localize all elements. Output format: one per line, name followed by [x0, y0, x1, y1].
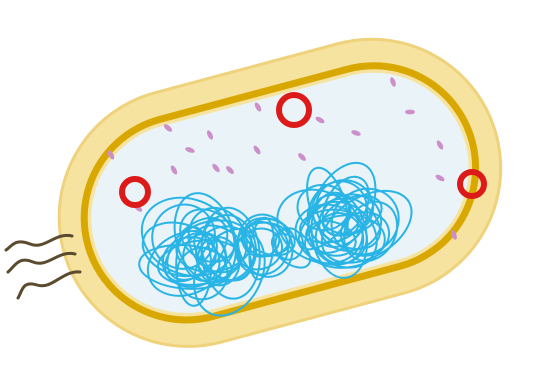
- ribosome: [405, 110, 415, 115]
- flagellum: [18, 272, 80, 298]
